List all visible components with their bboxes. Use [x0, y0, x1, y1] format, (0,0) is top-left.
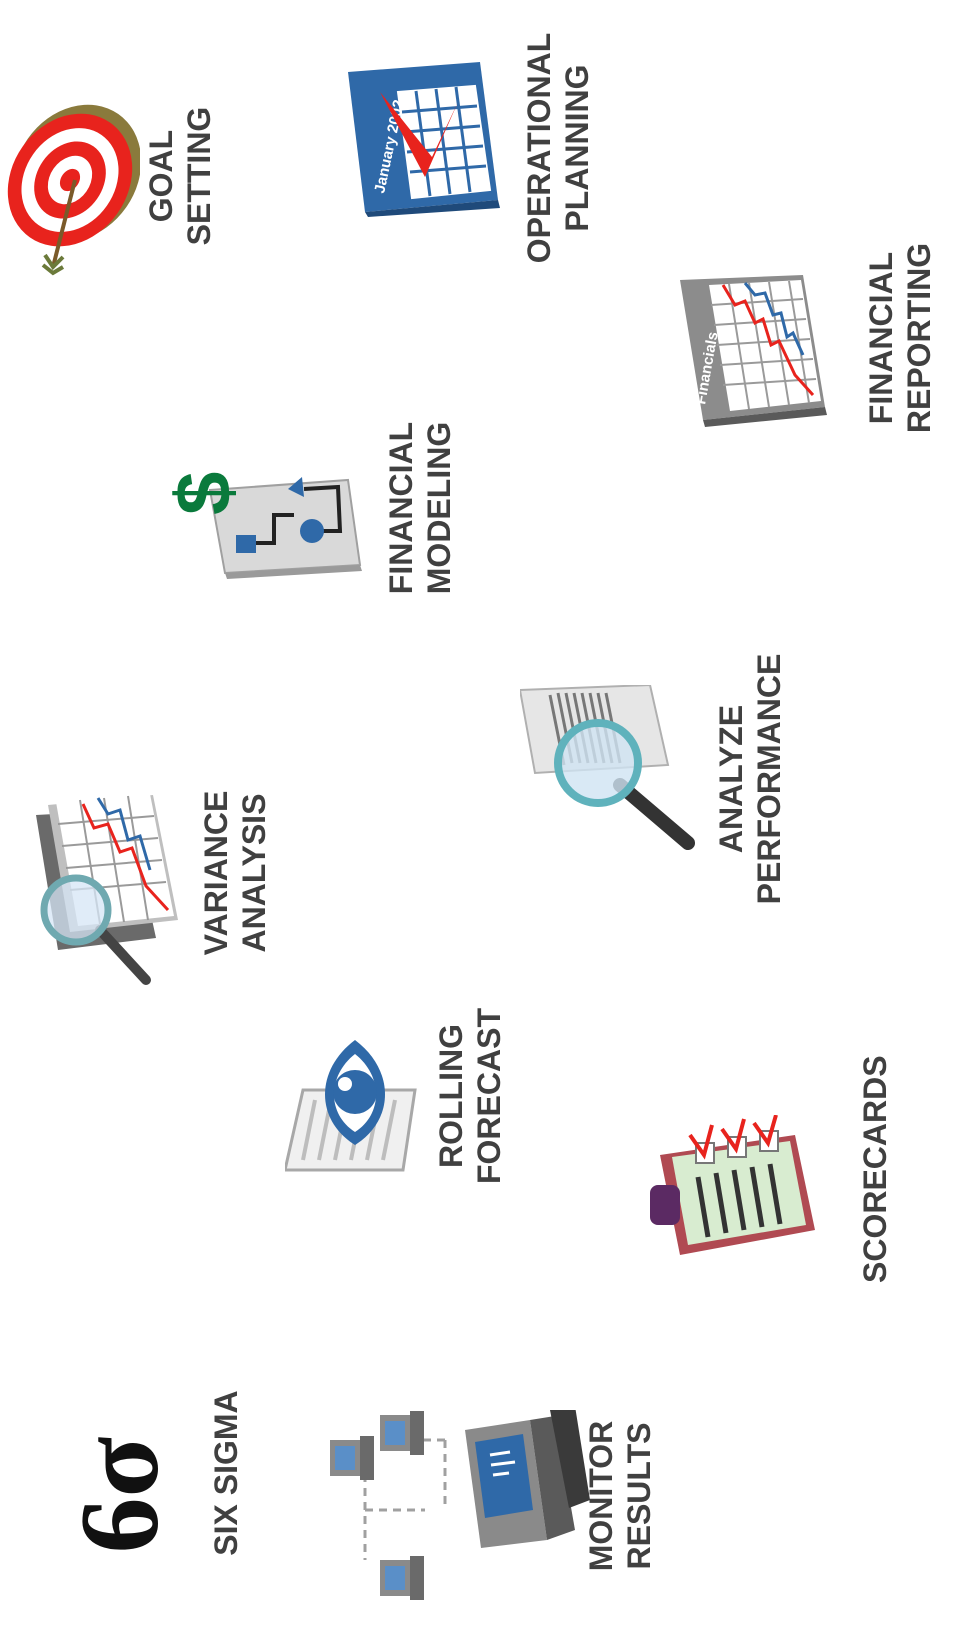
small-computer-icon	[330, 1436, 374, 1480]
six-sigma-line-1: SIX SIGMA	[208, 1390, 244, 1556]
financial-reporting-label: FINANCIAL REPORTING	[862, 228, 938, 448]
operational-planning-line-1: OPERATIONAL	[521, 32, 557, 264]
rolling-forecast-line-2: FORECAST	[471, 1008, 507, 1184]
clipboard-checklist-icon	[650, 1115, 820, 1260]
analyze-performance-line-1: ANALYZE	[713, 704, 749, 854]
financial-modeling-label: FINANCIAL MODELING	[382, 403, 458, 613]
variance-analysis-line-2: ANALYSIS	[236, 793, 272, 953]
calendar-icon: January 2002	[340, 62, 500, 217]
analyze-performance-line-2: PERFORMANCE	[751, 653, 787, 905]
financial-modeling-line-1: FINANCIAL	[383, 421, 419, 595]
variance-analysis-line-1: VARIANCE	[198, 790, 234, 956]
financial-reporting-line-1: FINANCIAL	[863, 251, 899, 425]
eye-document-icon	[285, 1040, 425, 1180]
magnifier-document-icon	[520, 685, 700, 855]
rolling-forecast-label: ROLLING FORECAST	[432, 996, 508, 1196]
scorecards-label: SCORECARDS	[856, 1055, 894, 1283]
operational-planning-line-2: PLANNING	[559, 64, 595, 232]
financial-reporting-line-2: REPORTING	[901, 242, 937, 434]
monitor-results-line-2: RESULTS	[621, 1422, 657, 1570]
dollar-flowchart-icon: $	[170, 455, 370, 585]
operational-planning-label: OPERATIONAL PLANNING	[520, 18, 596, 278]
small-computer-icon	[380, 1411, 424, 1455]
financial-modeling-line-2: MODELING	[421, 421, 457, 595]
goal-setting-line-2: SETTING	[181, 106, 217, 246]
large-computer-icon	[465, 1410, 590, 1548]
rolling-forecast-line-1: ROLLING	[433, 1024, 469, 1168]
financials-chart-icon: Financials	[675, 275, 835, 435]
scorecards-line-1: SCORECARDS	[857, 1055, 893, 1283]
six-sigma-label: SIX SIGMA	[207, 1383, 245, 1563]
variance-analysis-label: VARIANCE ANALYSIS	[197, 773, 273, 973]
goal-setting-line-1: GOAL	[143, 129, 179, 223]
monitor-results-line-1: MONITOR	[583, 1420, 619, 1572]
magnified-chart-icon	[28, 790, 188, 990]
dollar-sign: $	[170, 472, 247, 515]
six-sigma-symbol: 6σ	[58, 1436, 182, 1554]
small-computer-icon	[380, 1556, 424, 1600]
analyze-performance-label: ANALYZE PERFORMANCE	[712, 634, 788, 924]
goal-setting-label: GOAL SETTING	[142, 96, 218, 256]
monitor-results-label: MONITOR RESULTS	[582, 1406, 658, 1586]
target-icon	[5, 95, 140, 280]
network-computers-icon	[325, 1410, 590, 1610]
